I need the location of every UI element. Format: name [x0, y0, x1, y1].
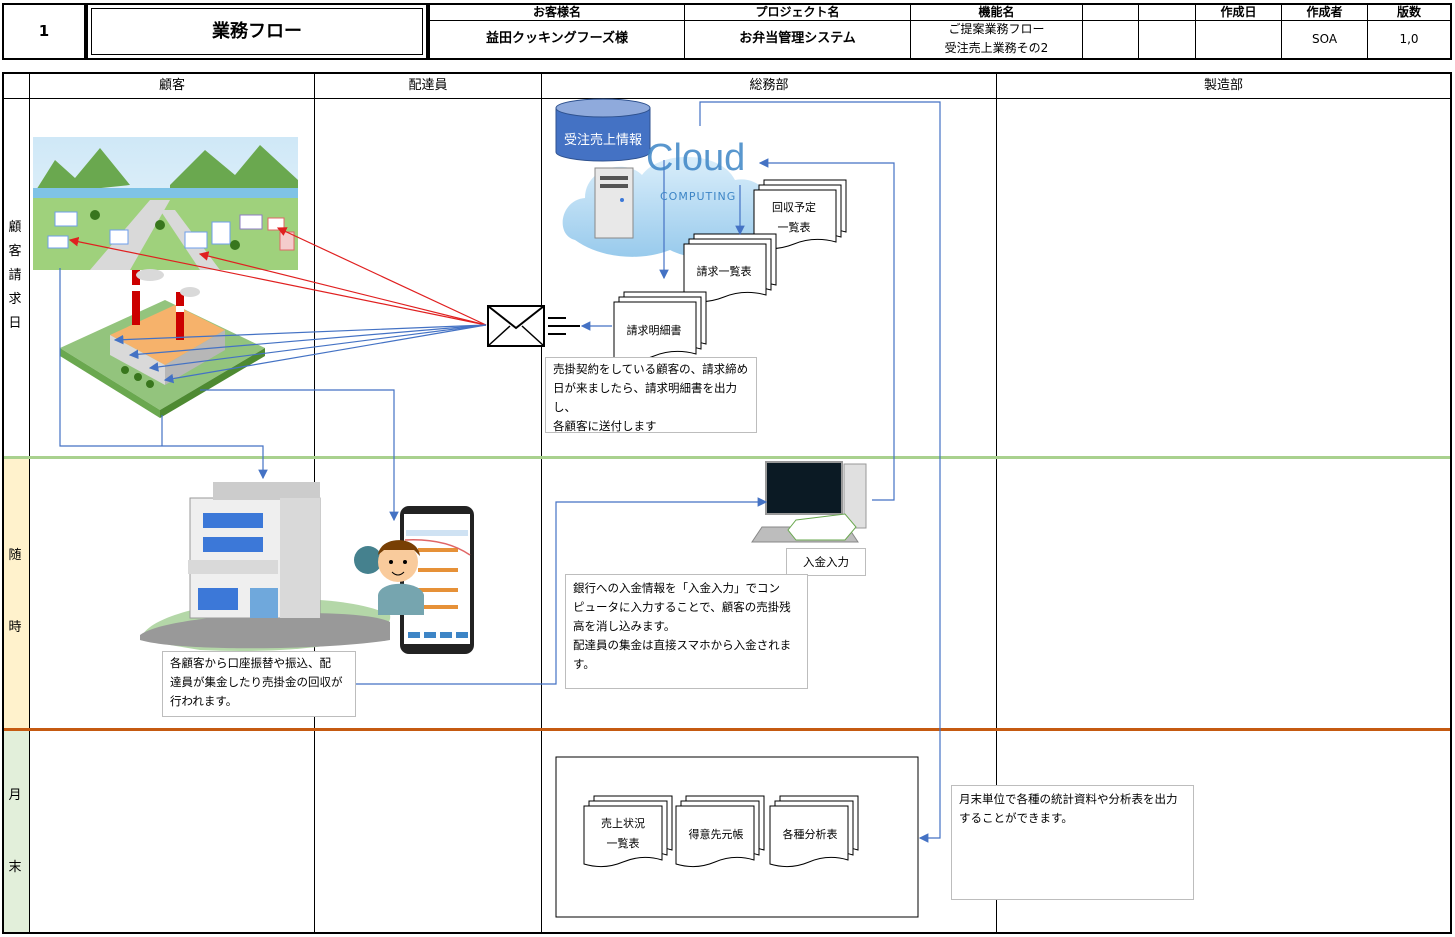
smartphone-illustration	[400, 506, 474, 654]
lane-header-manufacturing: 製造部	[1203, 78, 1243, 93]
doc-customer-ledger-label: 得意先元帳	[688, 828, 744, 841]
project-label: プロジェクト名	[755, 5, 840, 19]
row-label-monthend: 月末	[8, 788, 22, 875]
row-label-anytime: 随時	[8, 548, 22, 635]
note-bank-input: 銀行への入金情報を「入金入力」でコンピュータに入力することで、顧客の売掛残高を消…	[565, 574, 808, 689]
page-title: 業務フロー	[212, 21, 302, 42]
project-value: お弁当管理システム	[739, 31, 856, 46]
office-building-illustration	[140, 482, 391, 651]
computer-icon	[751, 461, 867, 543]
version-label: 版数	[1396, 5, 1421, 19]
doc-analysis-label: 各種分析表	[782, 828, 838, 841]
version-value: 1,0	[1399, 32, 1419, 46]
function-label: 機能名	[978, 5, 1015, 19]
header-number: 1	[38, 22, 50, 40]
delivery-person-illustration	[354, 540, 424, 615]
header-info-table: お客様名 益田クッキングフーズ様 プロジェクト名 お弁当管理システム 機能名 ご…	[428, 3, 1452, 60]
doc-analysis	[769, 795, 859, 868]
note-billing: 売掛契約をしている顧客の、請求締め日が来ましたら、請求明細書を出力し、各顧客に送…	[545, 357, 757, 433]
cloud-subtitle: COMPUTING	[660, 190, 737, 203]
doc-invoice-detail-label: 請求明細書	[626, 324, 682, 337]
lane-header-customer: 顧客	[158, 78, 185, 93]
date-label: 作成日	[1220, 5, 1257, 19]
note-monthly: 月末単位で各種の統計資料や分析表を出力することができます。	[951, 785, 1194, 900]
flow-arrows	[59, 101, 941, 843]
arrows-envelope-to-factory	[113, 324, 487, 384]
doc-collection-schedule-label: 回収予定一覧表	[772, 201, 816, 234]
header-number-box: 1	[2, 3, 86, 60]
function-value-1: ご提案業務フロー	[948, 22, 1045, 36]
cloud-icon	[562, 156, 771, 258]
doc-invoice-list	[683, 233, 777, 303]
row-anytime-label-bg	[4, 458, 29, 729]
payment-input-label-box: 入金入力	[786, 548, 866, 576]
factory-illustration	[60, 269, 265, 418]
doc-invoice-detail	[613, 291, 707, 362]
header-title-box: 業務フロー	[86, 3, 428, 60]
function-value-2: 受注売上業務その2	[944, 41, 1049, 55]
customer-label: お客様名	[532, 5, 581, 19]
row-divider-monthend	[4, 728, 1450, 731]
customer-value: 益田クッキングフーズ様	[486, 31, 628, 46]
doc-sales-status-label: 売上状況一覧表	[601, 817, 645, 850]
cloud-title: Cloud	[646, 137, 746, 179]
doc-sales-status	[583, 795, 673, 868]
row-label-billing-day: 顧客請求日	[8, 220, 22, 331]
swimlane-frame	[2, 72, 1452, 934]
note-collection: 各顧客から口座振替や振込、配達員が集金したり売掛金の回収が行われます。	[162, 651, 356, 717]
author-value: SOA	[1311, 32, 1338, 46]
database-label: 受注売上情報	[563, 133, 642, 148]
doc-collection-schedule	[753, 179, 847, 250]
town-illustration	[33, 137, 298, 270]
arrows-envelope-to-town	[68, 227, 487, 326]
envelope-icon	[487, 305, 580, 347]
database-icon	[555, 98, 651, 162]
lane-header-general-affairs: 総務部	[749, 78, 789, 93]
payment-input-label: 入金入力	[803, 555, 849, 569]
doc-invoice-list-label: 請求一覧表	[696, 265, 752, 278]
row-monthend-label-bg	[4, 731, 29, 932]
doc-customer-ledger	[675, 795, 765, 868]
row-divider-anytime	[4, 456, 1450, 459]
author-label: 作成者	[1306, 5, 1343, 19]
lane-header-delivery: 配達員	[408, 78, 448, 93]
